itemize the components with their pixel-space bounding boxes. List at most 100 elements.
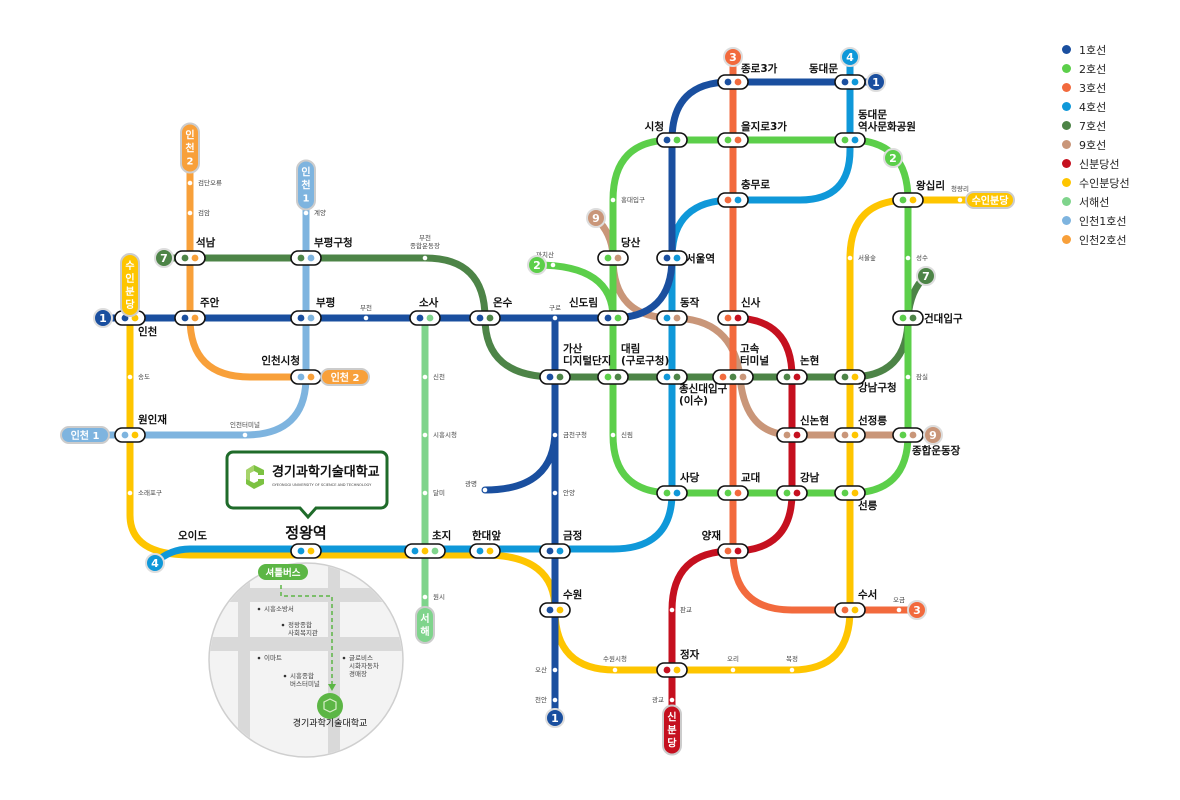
minor-station-label: 송도	[138, 373, 150, 381]
landmark-label: 이마트	[264, 653, 282, 662]
station-신사[interactable]	[717, 310, 749, 326]
station-정자[interactable]	[656, 662, 688, 678]
station-시청[interactable]	[656, 132, 688, 148]
station-marker[interactable]	[717, 543, 749, 559]
station-marker[interactable]	[656, 310, 688, 326]
station-marker[interactable]	[469, 543, 501, 559]
station-을지로3가[interactable]	[717, 132, 749, 148]
end-badge-text: 수인분당	[972, 194, 1010, 207]
station-marker[interactable]	[892, 310, 924, 326]
station-marker[interactable]	[539, 369, 571, 385]
station-종합운동장[interactable]	[892, 427, 924, 443]
station-수서[interactable]	[834, 602, 866, 618]
station-marker[interactable]	[290, 369, 322, 385]
station-marker[interactable]	[834, 132, 866, 148]
line-dot-seohae	[426, 314, 434, 322]
station-marker[interactable]	[834, 427, 866, 443]
line-dot-line3	[719, 373, 727, 381]
station-marker[interactable]	[717, 310, 749, 326]
station-marker[interactable]	[776, 427, 808, 443]
station-동대문역사문화공원[interactable]	[834, 132, 866, 148]
station-원인재[interactable]	[114, 427, 146, 443]
station-부평구청[interactable]	[290, 250, 322, 266]
station-수원[interactable]	[539, 602, 571, 618]
station-선릉[interactable]	[834, 485, 866, 501]
station-marker[interactable]	[656, 132, 688, 148]
station-marker[interactable]	[290, 310, 322, 326]
station-왕십리[interactable]	[892, 192, 924, 208]
station-marker[interactable]	[717, 132, 749, 148]
station-marker[interactable]	[834, 369, 866, 385]
station-marker[interactable]	[717, 74, 749, 90]
station-서울역[interactable]	[656, 250, 688, 266]
station-marker[interactable]	[597, 369, 629, 385]
station-신논현[interactable]	[776, 427, 808, 443]
station-온수[interactable]	[469, 310, 501, 326]
line-dot-line4	[851, 78, 859, 86]
station-marker[interactable]	[834, 602, 866, 618]
station-동작[interactable]	[656, 310, 688, 326]
station-금정[interactable]	[539, 543, 571, 559]
line-dot-line9	[783, 431, 791, 439]
station-marker[interactable]	[656, 250, 688, 266]
end-badge-char: 수	[125, 260, 134, 272]
station-marker[interactable]	[834, 485, 866, 501]
station-소사[interactable]	[409, 310, 441, 326]
station-논현[interactable]	[776, 369, 808, 385]
station-marker[interactable]	[892, 192, 924, 208]
station-marker[interactable]	[776, 485, 808, 501]
station-marker[interactable]	[892, 427, 924, 443]
station-선정릉[interactable]	[834, 427, 866, 443]
station-강남구청[interactable]	[834, 369, 866, 385]
line-line1-track	[99, 78, 880, 322]
station-강남[interactable]	[776, 485, 808, 501]
station-신도림[interactable]	[597, 310, 629, 326]
line-line9-terminal-badge	[923, 425, 943, 445]
station-초지[interactable]	[404, 543, 446, 559]
station-석남[interactable]	[174, 250, 206, 266]
station-사당[interactable]	[656, 485, 688, 501]
station-marker[interactable]	[174, 310, 206, 326]
station-marker[interactable]	[469, 310, 501, 326]
station-가산디지털단지[interactable]	[539, 369, 571, 385]
station-marker[interactable]	[597, 310, 629, 326]
station-marker[interactable]	[290, 543, 322, 559]
minor-station-dot	[957, 197, 963, 203]
minor-station-dot	[552, 667, 558, 673]
station-marker[interactable]	[656, 485, 688, 501]
station-총신대입구(이수)[interactable]	[656, 369, 688, 385]
station-동대문[interactable]	[834, 74, 866, 90]
station-충무로[interactable]	[717, 192, 749, 208]
station-marker[interactable]	[539, 543, 571, 559]
station-marker[interactable]	[597, 250, 629, 266]
station-marker[interactable]	[717, 485, 749, 501]
station-jeongwang[interactable]	[290, 543, 322, 559]
station-양재[interactable]	[717, 543, 749, 559]
station-marker[interactable]	[834, 74, 866, 90]
station-marker[interactable]	[656, 662, 688, 678]
station-marker[interactable]	[409, 310, 441, 326]
station-인천시청[interactable]	[290, 369, 322, 385]
station-marker[interactable]	[656, 369, 688, 385]
station-부평[interactable]	[290, 310, 322, 326]
station-marker[interactable]	[776, 369, 808, 385]
station-marker[interactable]	[114, 427, 146, 443]
station-고속터미널[interactable]	[712, 369, 754, 385]
station-대림(구로구청)[interactable]	[597, 369, 629, 385]
line-line3-terminal-badge	[723, 47, 743, 67]
station-marker[interactable]	[717, 192, 749, 208]
station-건대입구[interactable]	[892, 310, 924, 326]
station-종로3가[interactable]	[717, 74, 749, 90]
station-label-line: 시청	[645, 120, 664, 133]
station-교대[interactable]	[717, 485, 749, 501]
station-주안[interactable]	[174, 310, 206, 326]
station-당산[interactable]	[597, 250, 629, 266]
legend-label: 수인분당선	[1079, 176, 1130, 190]
station-marker[interactable]	[539, 602, 571, 618]
legend-item-line2: 2호선	[1062, 59, 1130, 78]
station-marker[interactable]	[174, 250, 206, 266]
station-한대앞[interactable]	[469, 543, 501, 559]
station-marker[interactable]	[290, 250, 322, 266]
line-dot-line2	[604, 254, 612, 262]
